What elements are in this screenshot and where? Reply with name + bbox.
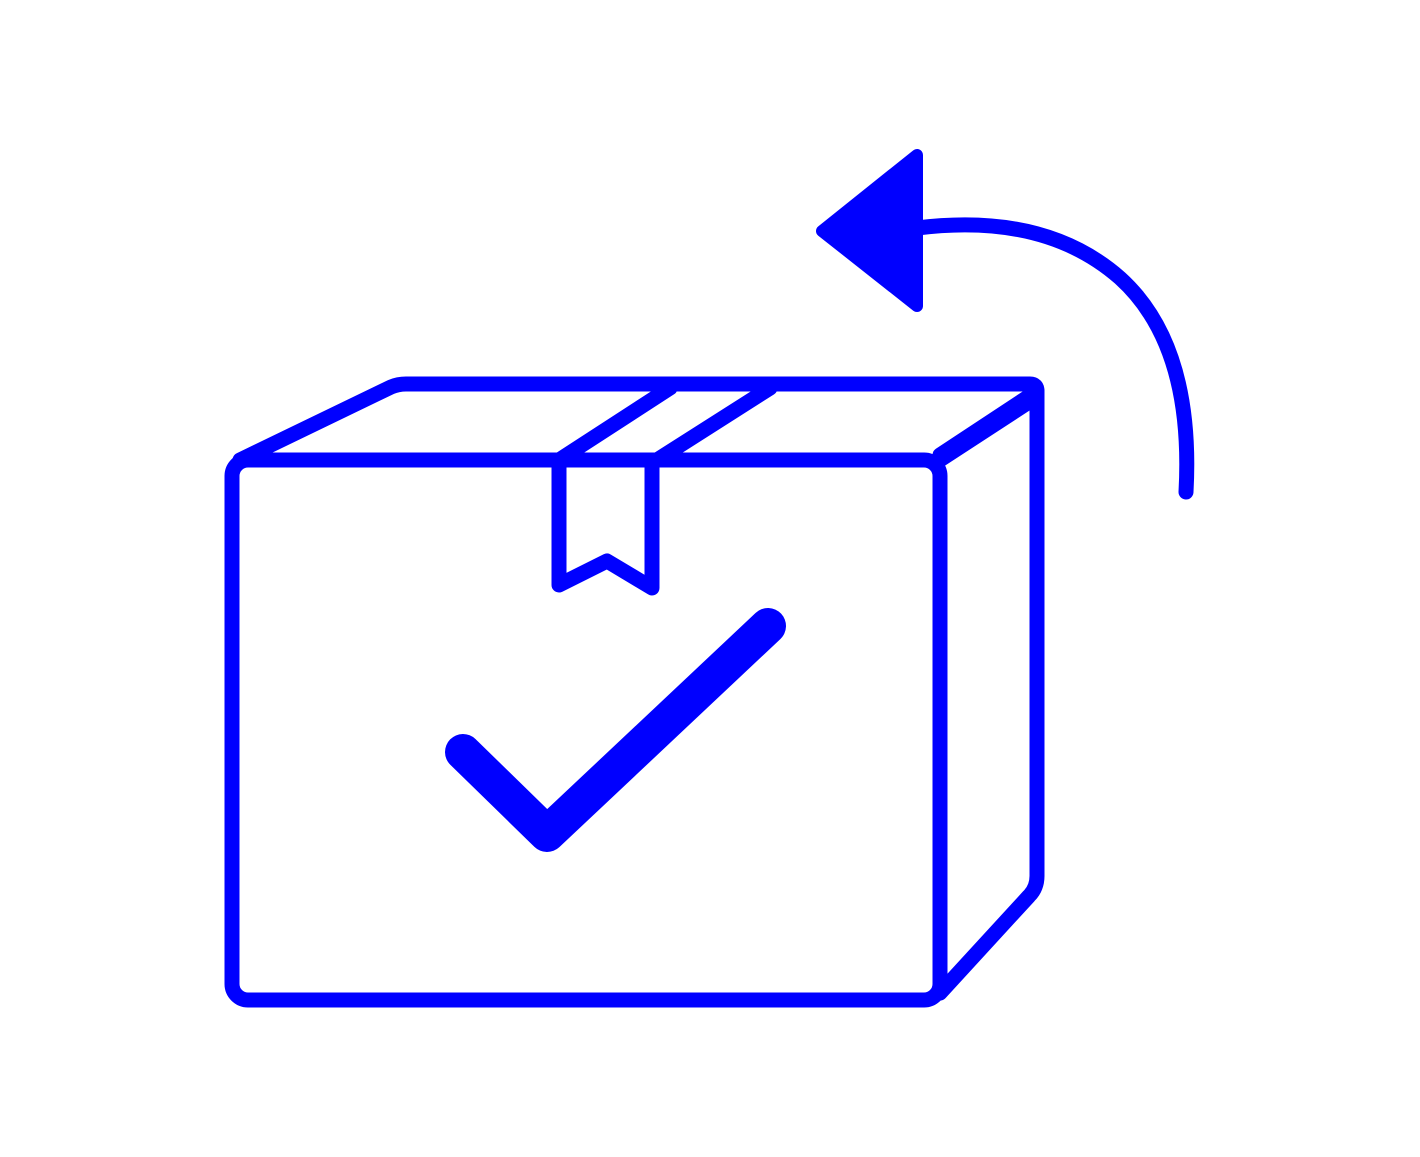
return-arrow-curve	[909, 217, 1195, 500]
box-top-face	[232, 376, 1045, 468]
box-front-face	[224, 452, 948, 1008]
checkmark-icon	[445, 608, 786, 852]
tape-flap	[551, 454, 660, 596]
tape-right-edge	[649, 380, 778, 468]
tape-left-edge	[551, 380, 678, 468]
return-arrow-head	[816, 149, 923, 312]
box-side-face	[932, 383, 1045, 1001]
box-top-inner-edge	[932, 392, 1040, 468]
